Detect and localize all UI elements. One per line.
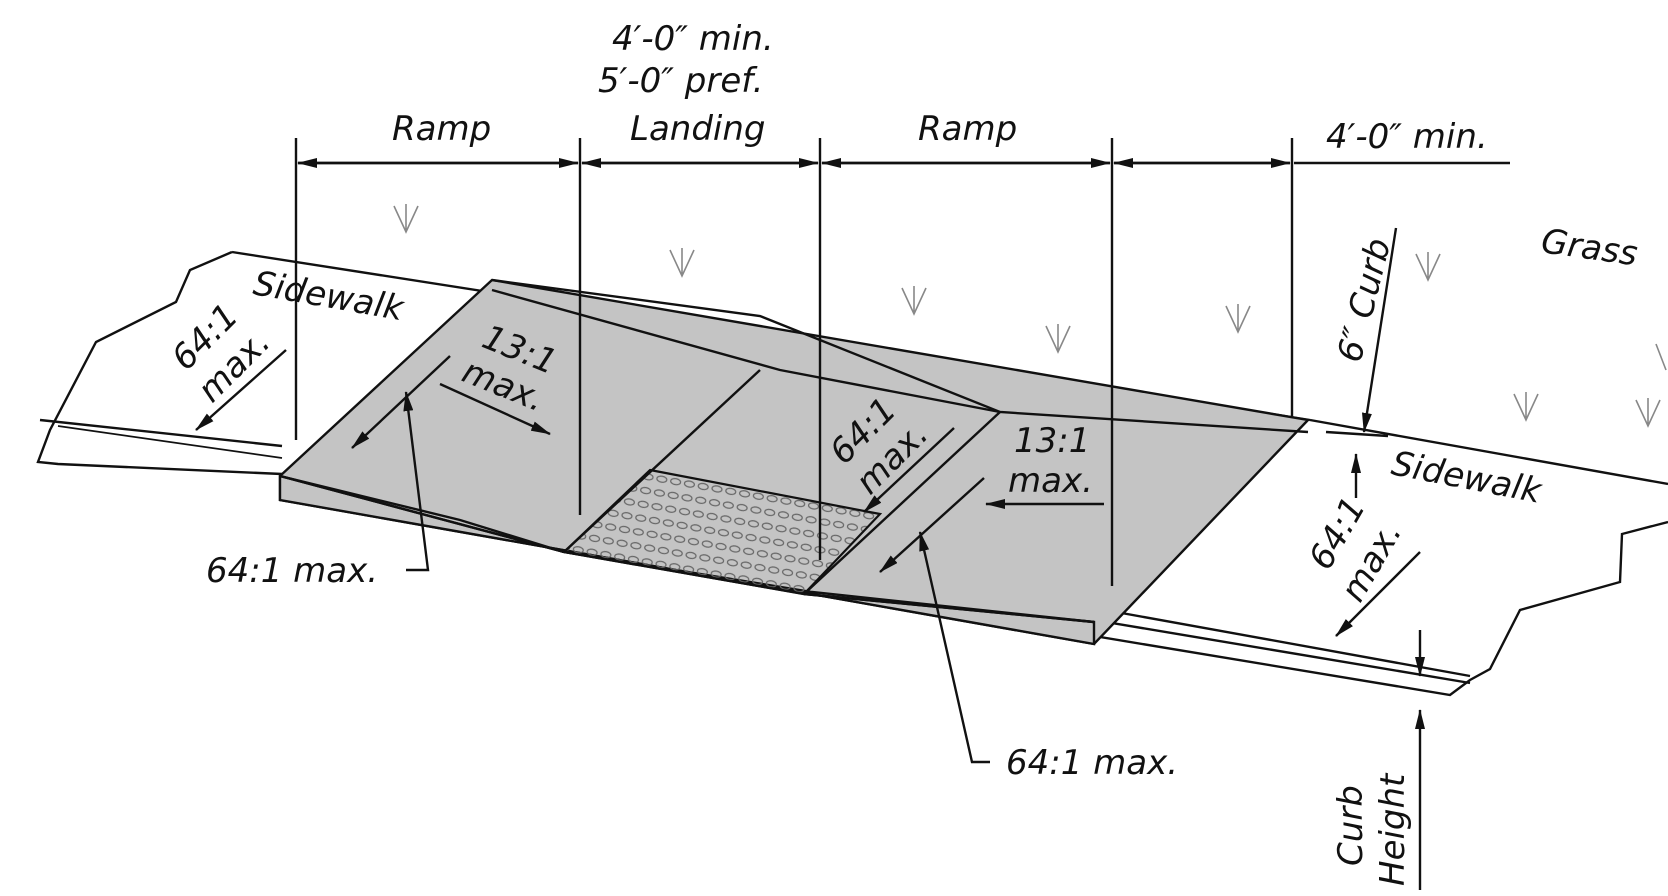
sidewalk-left-label: Sidewalk (250, 263, 407, 329)
slope-arrows (195, 349, 1421, 637)
extension-lines (294, 138, 1294, 586)
callout-left-label: 64:1 max. (206, 551, 378, 591)
landing-dim-pref: 5′-0″ pref. (598, 61, 763, 101)
curb-dimension (1325, 227, 1425, 890)
grass-label: Grass (1539, 221, 1640, 274)
sidewalk-right-label: Sidewalk (1388, 444, 1545, 512)
ramp-right-label: Ramp (918, 109, 1017, 149)
slope-13-right-ratio: 13:1 (1014, 421, 1090, 461)
slope-13-right-max: max. (1008, 461, 1093, 501)
callout-leaders (403, 391, 990, 764)
landing-label: Landing (630, 109, 766, 149)
landing-dim-min: 4′-0″ min. (612, 19, 774, 59)
ramp-left-label: Ramp (392, 109, 491, 149)
curb-height-label-a: Curb (1331, 785, 1371, 866)
grass-symbols (393, 204, 1667, 428)
callout-right-label: 64:1 max. (1006, 743, 1178, 783)
right-dim-label: 4′-0″ min. (1326, 117, 1488, 157)
curb-height-label-b: Height (1373, 772, 1413, 886)
curb-6-label: 6″ Curb (1330, 234, 1399, 366)
